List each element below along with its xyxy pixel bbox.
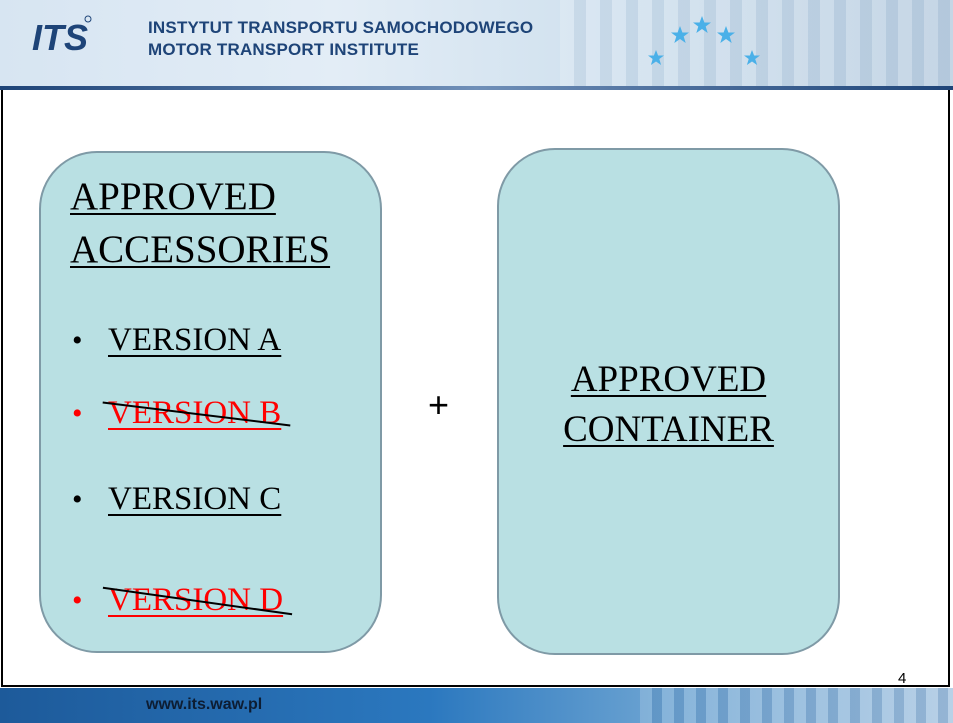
bullet-icon: •	[72, 397, 83, 430]
list-item-version-c: •VERSION C	[72, 481, 282, 517]
plus-operator: +	[428, 384, 450, 425]
list-item-version-d: •VERSION D	[72, 581, 293, 620]
heading-line-1: APPROVED	[70, 175, 276, 218]
bullet-icon: •	[72, 324, 83, 357]
list-item-version-b: •VERSION B	[72, 394, 291, 433]
header-divider	[0, 86, 953, 90]
approved-container-box	[497, 148, 840, 655]
list-item-version-a: •VERSION A	[72, 322, 282, 358]
heading-line-2: ACCESSORIES	[70, 228, 331, 271]
institute-name-en: MOTOR TRANSPORT INSTITUTE	[148, 40, 420, 59]
slide-frame	[1, 90, 950, 687]
bullet-icon: •	[72, 483, 83, 516]
approved-accessories-box	[39, 151, 382, 653]
footer-url: www.its.waw.pl	[146, 696, 263, 713]
slide-header: ITS INSTYTUT TRANSPORTU SAMOCHODOWEGO MO…	[0, 0, 953, 88]
svg-text:ITS: ITS	[32, 17, 88, 58]
bullet-icon: •	[72, 584, 83, 617]
eu-stars-icon	[648, 16, 760, 65]
accessories-heading: APPROVED ACCESSORIES	[70, 170, 330, 276]
institute-name-pl: INSTYTUT TRANSPORTU SAMOCHODOWEGO	[148, 18, 534, 37]
container-label: APPROVED CONTAINER	[563, 359, 774, 450]
its-logo-icon: ITS	[32, 15, 92, 58]
page-number: 4	[898, 670, 907, 687]
slide-footer: www.its.waw.pl	[0, 688, 953, 723]
